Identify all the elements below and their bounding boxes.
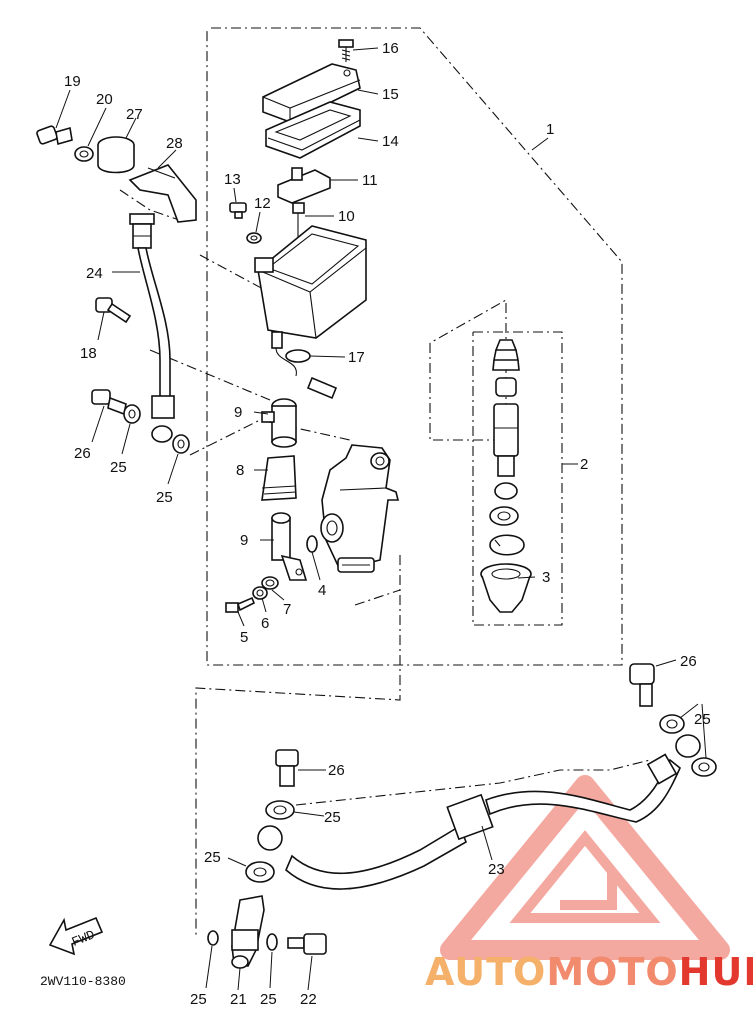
callout-25-lower-a: 25 bbox=[324, 809, 341, 826]
nut-20 bbox=[74, 146, 94, 162]
hose-clamp bbox=[285, 349, 338, 400]
hose-fitting-upper bbox=[261, 398, 297, 448]
watermark-text: AUTOMOTOHUB bbox=[425, 950, 753, 994]
bolt-13 bbox=[229, 202, 247, 219]
washer-25-left-b bbox=[172, 434, 190, 454]
callout-26-left: 26 bbox=[74, 445, 91, 462]
watermark-prefix: AUTO bbox=[425, 950, 546, 994]
piston bbox=[493, 403, 519, 477]
callout-13: 13 bbox=[224, 171, 241, 188]
washer-25-lower-a bbox=[265, 800, 295, 820]
bracket-28 bbox=[128, 164, 197, 223]
watermark-middle: MOTO bbox=[546, 950, 678, 994]
union-bolt-26 bbox=[91, 389, 127, 416]
diaphragm-plate bbox=[277, 167, 331, 204]
callout-25-right: 25 bbox=[694, 711, 711, 728]
callout-19: 19 bbox=[64, 73, 81, 90]
master-cylinder-body bbox=[320, 444, 400, 573]
bolt-19 bbox=[36, 125, 73, 146]
callout-25-lower-b: 25 bbox=[204, 849, 221, 866]
washer-6 bbox=[252, 586, 268, 600]
callout-8: 8 bbox=[236, 462, 244, 479]
callout-15: 15 bbox=[382, 86, 399, 103]
callout-1: 1 bbox=[546, 121, 554, 138]
washer-7 bbox=[261, 576, 279, 590]
brake-hose-24 bbox=[129, 213, 175, 443]
fwd-arrow: FWD bbox=[48, 916, 104, 956]
part-code: 2WV110-8380 bbox=[40, 974, 126, 989]
o-ring-4 bbox=[306, 535, 318, 553]
reservoir-cap-screw bbox=[338, 39, 354, 62]
washer-25-right-b bbox=[691, 757, 717, 777]
washer-25-switch-a bbox=[207, 930, 219, 946]
callout-14: 14 bbox=[382, 133, 399, 150]
callout-22: 22 bbox=[300, 991, 317, 1008]
callout-10: 10 bbox=[338, 208, 355, 225]
callout-25-switch-a: 25 bbox=[190, 991, 207, 1008]
callout-23: 23 bbox=[488, 861, 505, 878]
union-bolt-26-lower bbox=[275, 749, 299, 787]
callout-9-lower: 9 bbox=[240, 532, 248, 549]
brake-hose-23 bbox=[285, 753, 681, 890]
dust-boot bbox=[480, 563, 532, 613]
callout-27: 27 bbox=[126, 106, 143, 123]
callout-7: 7 bbox=[283, 601, 291, 618]
union-bolt-26-right bbox=[629, 663, 655, 707]
callout-12: 12 bbox=[254, 195, 271, 212]
callout-3: 3 bbox=[542, 569, 550, 586]
washer-12 bbox=[246, 232, 262, 244]
callout-2: 2 bbox=[580, 456, 588, 473]
washer-25-left-a bbox=[123, 404, 141, 424]
callout-9-upper: 9 bbox=[234, 404, 242, 421]
hose-fitting-lower bbox=[271, 512, 308, 581]
callout-25-switch-b: 25 bbox=[260, 991, 277, 1008]
circlip bbox=[489, 534, 525, 556]
grommet-27 bbox=[97, 136, 135, 174]
callout-labels: 1 2 3 4 5 6 7 8 9 9 10 11 12 13 14 15 16… bbox=[64, 40, 711, 1008]
callout-25-left-b: 25 bbox=[156, 489, 173, 506]
assembly-boundaries bbox=[119, 27, 651, 935]
piston-seal bbox=[494, 482, 518, 500]
callout-17: 17 bbox=[348, 349, 365, 366]
callout-28: 28 bbox=[166, 135, 183, 152]
piston-cup bbox=[495, 377, 517, 397]
callout-26-lower: 26 bbox=[328, 762, 345, 779]
reservoir-hose bbox=[261, 455, 297, 501]
hose-banjo-right bbox=[675, 734, 701, 758]
bolt-18 bbox=[95, 297, 132, 324]
callout-16: 16 bbox=[382, 40, 399, 57]
washer-25-switch-b bbox=[266, 933, 278, 951]
piston-spring bbox=[492, 339, 520, 371]
leader-lines bbox=[55, 47, 707, 991]
bolt-5 bbox=[225, 596, 256, 613]
callout-4: 4 bbox=[318, 582, 326, 599]
callout-21: 21 bbox=[230, 991, 247, 1008]
washer-25-lower-b bbox=[245, 861, 275, 883]
union-bolt-22 bbox=[287, 933, 327, 955]
callout-6: 6 bbox=[261, 615, 269, 632]
brake-light-switch bbox=[231, 895, 265, 969]
reservoir-tank bbox=[254, 225, 367, 377]
callout-25-left-a: 25 bbox=[110, 459, 127, 476]
reservoir-diaphragm bbox=[265, 101, 361, 159]
callout-5: 5 bbox=[240, 629, 248, 646]
watermark-logo bbox=[440, 775, 730, 960]
callout-26-right: 26 bbox=[680, 653, 697, 670]
piston-washer bbox=[489, 506, 519, 526]
callout-20: 20 bbox=[96, 91, 113, 108]
hose-banjo-lower bbox=[257, 825, 283, 851]
callout-18: 18 bbox=[80, 345, 97, 362]
washer-25-right-a bbox=[659, 714, 685, 734]
reservoir-cap bbox=[262, 63, 361, 123]
watermark-suffix: HUB bbox=[679, 950, 753, 994]
callout-11: 11 bbox=[362, 172, 378, 189]
callout-24: 24 bbox=[86, 265, 103, 282]
